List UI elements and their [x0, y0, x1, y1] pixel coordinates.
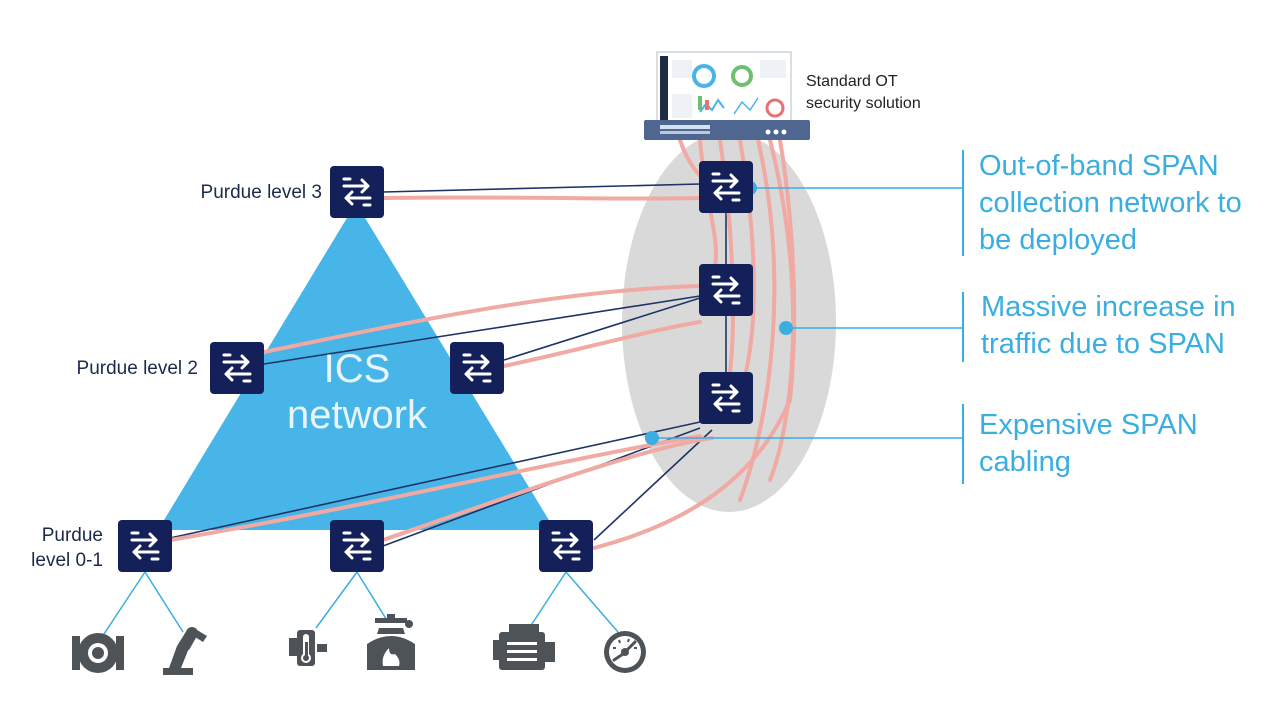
callout-connectors: [645, 181, 963, 445]
callout-out-of-band-line3: be deployed: [979, 224, 1137, 256]
boiler-icon: [367, 614, 415, 670]
label-purdue-level-2: Purdue level 2: [77, 358, 198, 379]
callout-out-of-band-line1: Out-of-band SPAN: [979, 150, 1219, 182]
switch-level2-left: [208, 340, 266, 396]
security-solution-label-line1: Standard OT: [806, 73, 898, 90]
ics-network-triangle: [158, 203, 555, 530]
robot-arm-icon: [163, 627, 207, 675]
switch-level01-right: [537, 518, 595, 574]
switch-span-bottom: [697, 370, 755, 426]
callout-traffic-line2: traffic due to SPAN: [981, 328, 1225, 360]
switch-level01-left: [116, 518, 174, 574]
thermometer-sensor-icon: [289, 630, 327, 666]
switch-span-middle: [697, 262, 755, 318]
ics-label-line1: ICS: [324, 347, 391, 391]
switch-level2-right: [448, 340, 506, 396]
callout-traffic: Massive increase in traffic due to SPAN: [962, 291, 1236, 362]
security-solution-label-line2: security solution: [806, 95, 921, 112]
callout-traffic-line1: Massive increase in: [981, 291, 1236, 323]
label-purdue-level-01-line1: Purdue: [42, 525, 103, 546]
callout-cabling-line1: Expensive SPAN: [979, 409, 1198, 441]
engine-icon: [493, 624, 555, 670]
switch-level01-middle: [328, 518, 386, 574]
label-purdue-level-3: Purdue level 3: [201, 182, 322, 203]
network-links: [169, 183, 727, 547]
security-appliance: [644, 51, 810, 140]
gauge-icon: [604, 631, 646, 673]
switch-span-top: [697, 159, 755, 215]
label-purdue-level-01-line2: level 0-1: [31, 550, 103, 571]
switch-level3: switch-icon: [328, 164, 386, 220]
callout-out-of-band-line2: collection network to: [979, 187, 1242, 219]
pump-icon: [72, 633, 124, 673]
ics-label-line2: network: [287, 393, 428, 437]
callout-cabling: Expensive SPAN cabling: [962, 404, 1198, 484]
callout-cabling-line2: cabling: [979, 446, 1071, 478]
device-links: [99, 571, 619, 641]
callout-out-of-band: Out-of-band SPAN collection network to b…: [962, 150, 1242, 256]
